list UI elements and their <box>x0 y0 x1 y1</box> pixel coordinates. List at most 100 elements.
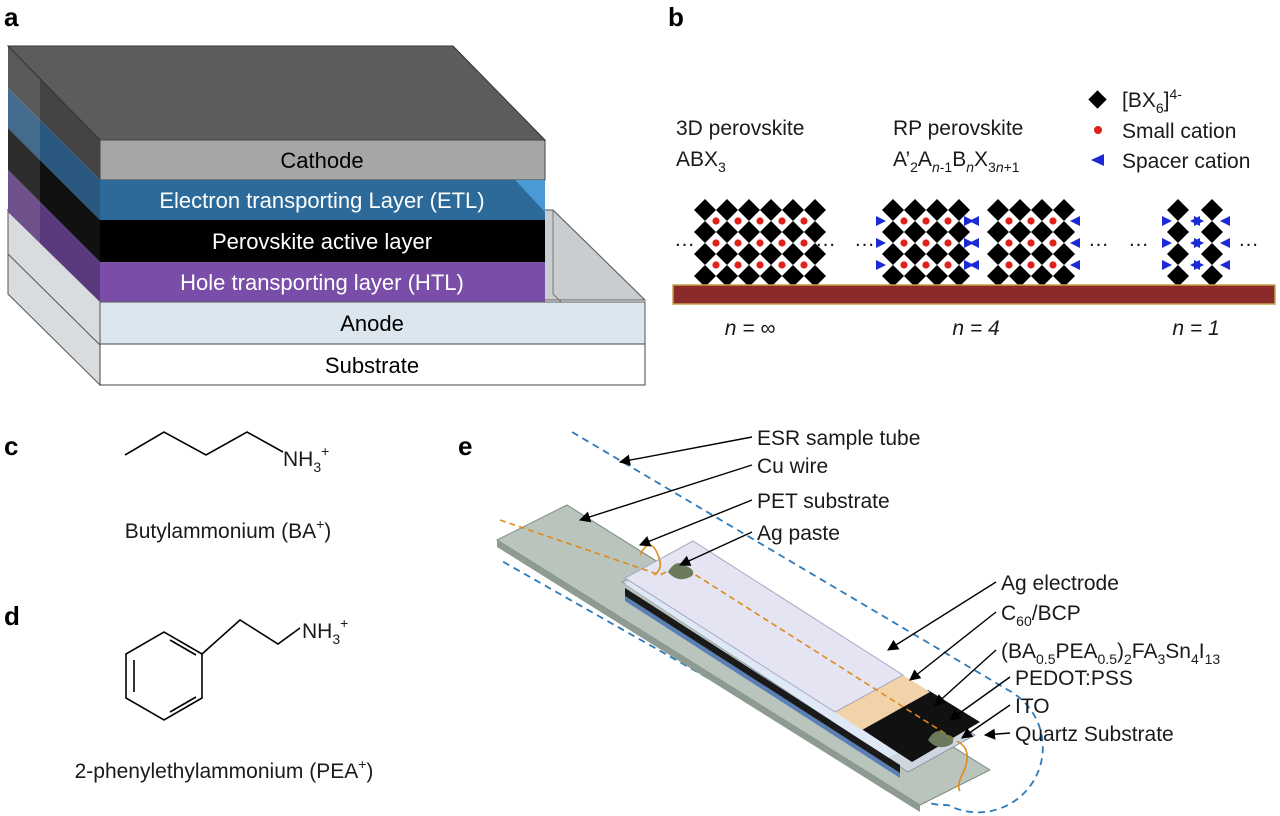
perovskite-rp-formula: A’2An-1BnX3n+1 <box>893 148 1020 175</box>
octahedron <box>782 221 804 243</box>
octahedron <box>926 243 948 265</box>
active-layer <box>100 220 545 262</box>
perovskite-rp-title: RP perovskite <box>893 117 1023 140</box>
octahedron <box>882 221 904 243</box>
spacer-cation <box>1194 260 1204 270</box>
panel-label-e: e <box>458 431 472 461</box>
cathode-layer <box>99 139 546 181</box>
octahedron <box>782 199 804 221</box>
label-perovskite-composition: (BA0.5PEA0.5)2FA3Sn4I13 <box>1001 640 1220 667</box>
small-cation <box>1049 217 1057 225</box>
n-label-4: n = 4 <box>952 317 999 340</box>
octahedron <box>804 265 826 287</box>
octahedron <box>738 221 760 243</box>
perovskite-3d-title: 3D perovskite <box>676 117 804 140</box>
spacer-cation <box>1162 216 1172 226</box>
small-cation <box>800 261 808 269</box>
octahedron <box>694 265 716 287</box>
etl-side <box>8 88 100 220</box>
octahedron <box>948 199 970 221</box>
octahedron <box>1167 243 1189 265</box>
octahedron <box>904 265 926 287</box>
octahedron <box>782 243 804 265</box>
esr-tube-outline <box>499 431 1044 814</box>
octahedron <box>760 243 782 265</box>
spacer-cation <box>1194 216 1204 226</box>
ellipsis-5: … <box>1128 228 1149 251</box>
octahedron <box>716 243 738 265</box>
octahedron <box>987 243 1009 265</box>
anode-layer <box>99 301 646 345</box>
pea-ethyl-chain <box>201 619 301 655</box>
octahedron <box>738 243 760 265</box>
ba-name: Butylammonium (BA+) <box>125 516 332 543</box>
htl-label: Hole transporting layer (HTL) <box>180 270 464 295</box>
octahedron <box>926 265 948 287</box>
octahedron <box>716 199 738 221</box>
octahedron <box>1053 265 1075 287</box>
spacer-cation <box>1194 238 1204 248</box>
pedot-edge <box>625 596 900 778</box>
perovskite-panel: 3D perovskite ABX3 RP perovskite A’2An-1… <box>672 86 1276 340</box>
small-cation <box>800 239 808 247</box>
label-ito: ITO <box>1015 695 1050 718</box>
spacer-cation <box>969 216 979 226</box>
octahedron <box>1201 243 1223 265</box>
octahedron <box>987 199 1009 221</box>
octahedron <box>1053 199 1075 221</box>
octahedron <box>1031 199 1053 221</box>
octahedron <box>716 265 738 287</box>
small-cation <box>734 239 742 247</box>
etl-layer <box>100 180 545 220</box>
panel-label-a: a <box>4 2 19 32</box>
octahedron <box>782 265 804 287</box>
label-c60-bcp: C60/BCP <box>1001 602 1081 629</box>
small-cation <box>778 261 786 269</box>
ellipsis-6: … <box>1238 228 1259 251</box>
octahedron <box>1201 265 1223 287</box>
spacer-cation <box>969 238 979 248</box>
label-cu-wire: Cu wire <box>757 455 828 478</box>
spacer-cation <box>1220 238 1230 248</box>
substrate-label: Substrate <box>325 353 419 378</box>
spacer-cation <box>969 260 979 270</box>
pea-benzene-ring <box>125 631 203 721</box>
spacer-cation <box>1070 238 1080 248</box>
ag-paste-blob-2 <box>928 731 954 748</box>
pea-name: 2-phenylethylammonium (PEA+) <box>75 756 374 783</box>
substrate-bar <box>672 284 1276 305</box>
small-cation <box>756 261 764 269</box>
octahedron <box>948 243 970 265</box>
small-cation <box>900 239 908 247</box>
etl-label: Electron transporting Layer (ETL) <box>159 188 484 213</box>
octahedron <box>1031 221 1053 243</box>
device-stack: Cathode Electron transporting Layer (ETL… <box>6 45 647 387</box>
small-cation <box>1027 239 1035 247</box>
ba-amine-group: NH3+ <box>283 443 329 475</box>
octahedron <box>760 221 782 243</box>
spacer-cation <box>876 238 886 248</box>
n-label-1: n = 1 <box>1172 317 1219 340</box>
octahedron <box>716 221 738 243</box>
octahedron <box>1009 199 1031 221</box>
panel-label-c: c <box>4 431 18 461</box>
octahedron <box>1167 265 1189 287</box>
spacer-cation <box>876 260 886 270</box>
small-cation <box>1005 239 1013 247</box>
legend-spacer-cation-icon <box>1091 154 1104 166</box>
n-label-infinity: n = ∞ <box>725 317 776 340</box>
pea-amine-group: NH3+ <box>302 615 348 647</box>
octahedron <box>1167 199 1189 221</box>
small-cation <box>944 261 952 269</box>
c60-bcp-layer <box>835 675 930 730</box>
lattice-structures <box>694 199 1230 287</box>
small-cation <box>944 239 952 247</box>
small-cation <box>712 239 720 247</box>
small-cation <box>734 217 742 225</box>
legend-small-cation-label: Small cation <box>1122 120 1236 143</box>
octahedron <box>738 199 760 221</box>
octahedron <box>804 221 826 243</box>
octahedron <box>1053 221 1075 243</box>
small-cation <box>712 217 720 225</box>
label-pedot-pss: PEDOT:PSS <box>1015 667 1133 690</box>
